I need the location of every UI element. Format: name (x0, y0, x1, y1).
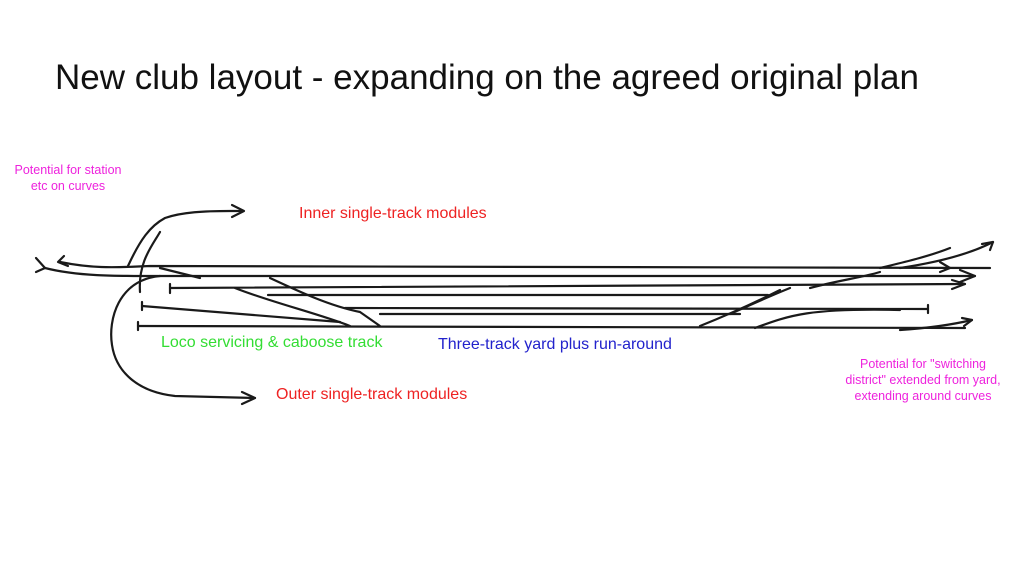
outer-crossing-curve (138, 230, 162, 294)
diagram-title: New club layout - expanding on the agree… (55, 58, 919, 97)
main-line-second (43, 266, 977, 278)
arrow-right-1 (980, 240, 995, 252)
label-outer-modules: Outer single-track modules (276, 386, 468, 403)
loco-spur (140, 304, 342, 324)
arrow-left-upper (56, 254, 70, 268)
arrow-right-4 (938, 260, 952, 274)
yard-track-5 (136, 324, 967, 330)
arrow-inner-modules (230, 203, 246, 219)
arrow-right-3 (950, 278, 967, 291)
label-inner-modules: Inner single-track modules (299, 205, 487, 222)
note-right-line-3: extending around curves (854, 389, 992, 403)
note-switching-district: Potential for "switching district" exten… (828, 356, 1018, 404)
ladder-left-2 (233, 286, 352, 328)
note-right-line-1: Potential for "switching (859, 357, 987, 371)
outer-loop-curve (110, 274, 257, 400)
note-right-line-2: district" extended from yard, (845, 373, 1001, 387)
arrow-right-5 (960, 316, 974, 328)
note-left-line-1: Potential for station (14, 163, 122, 177)
right-end-upper (898, 240, 995, 270)
arrow-left-lower (34, 256, 47, 274)
ladder-right-4 (878, 246, 952, 270)
ladder-right-2 (728, 286, 792, 316)
inner-loop-curve (126, 209, 244, 268)
ladder-right-5 (753, 308, 902, 330)
yard-track-1 (168, 282, 967, 290)
ladder-right-3 (808, 270, 882, 290)
main-line-upper (58, 260, 992, 270)
yard-track-3 (343, 306, 930, 311)
note-left-line-2: etc on curves (30, 179, 106, 193)
ladder-left-1 (158, 266, 202, 280)
arrow-outer-modules (240, 390, 257, 406)
note-station-potential: Potential for station etc on curves (0, 162, 136, 194)
label-yard: Three-track yard plus run-around (438, 336, 672, 353)
arrow-right-2 (958, 268, 977, 284)
ladder-left-3 (268, 276, 382, 328)
label-loco-servicing: Loco servicing & caboose track (161, 334, 383, 351)
right-end-lower (898, 318, 974, 332)
